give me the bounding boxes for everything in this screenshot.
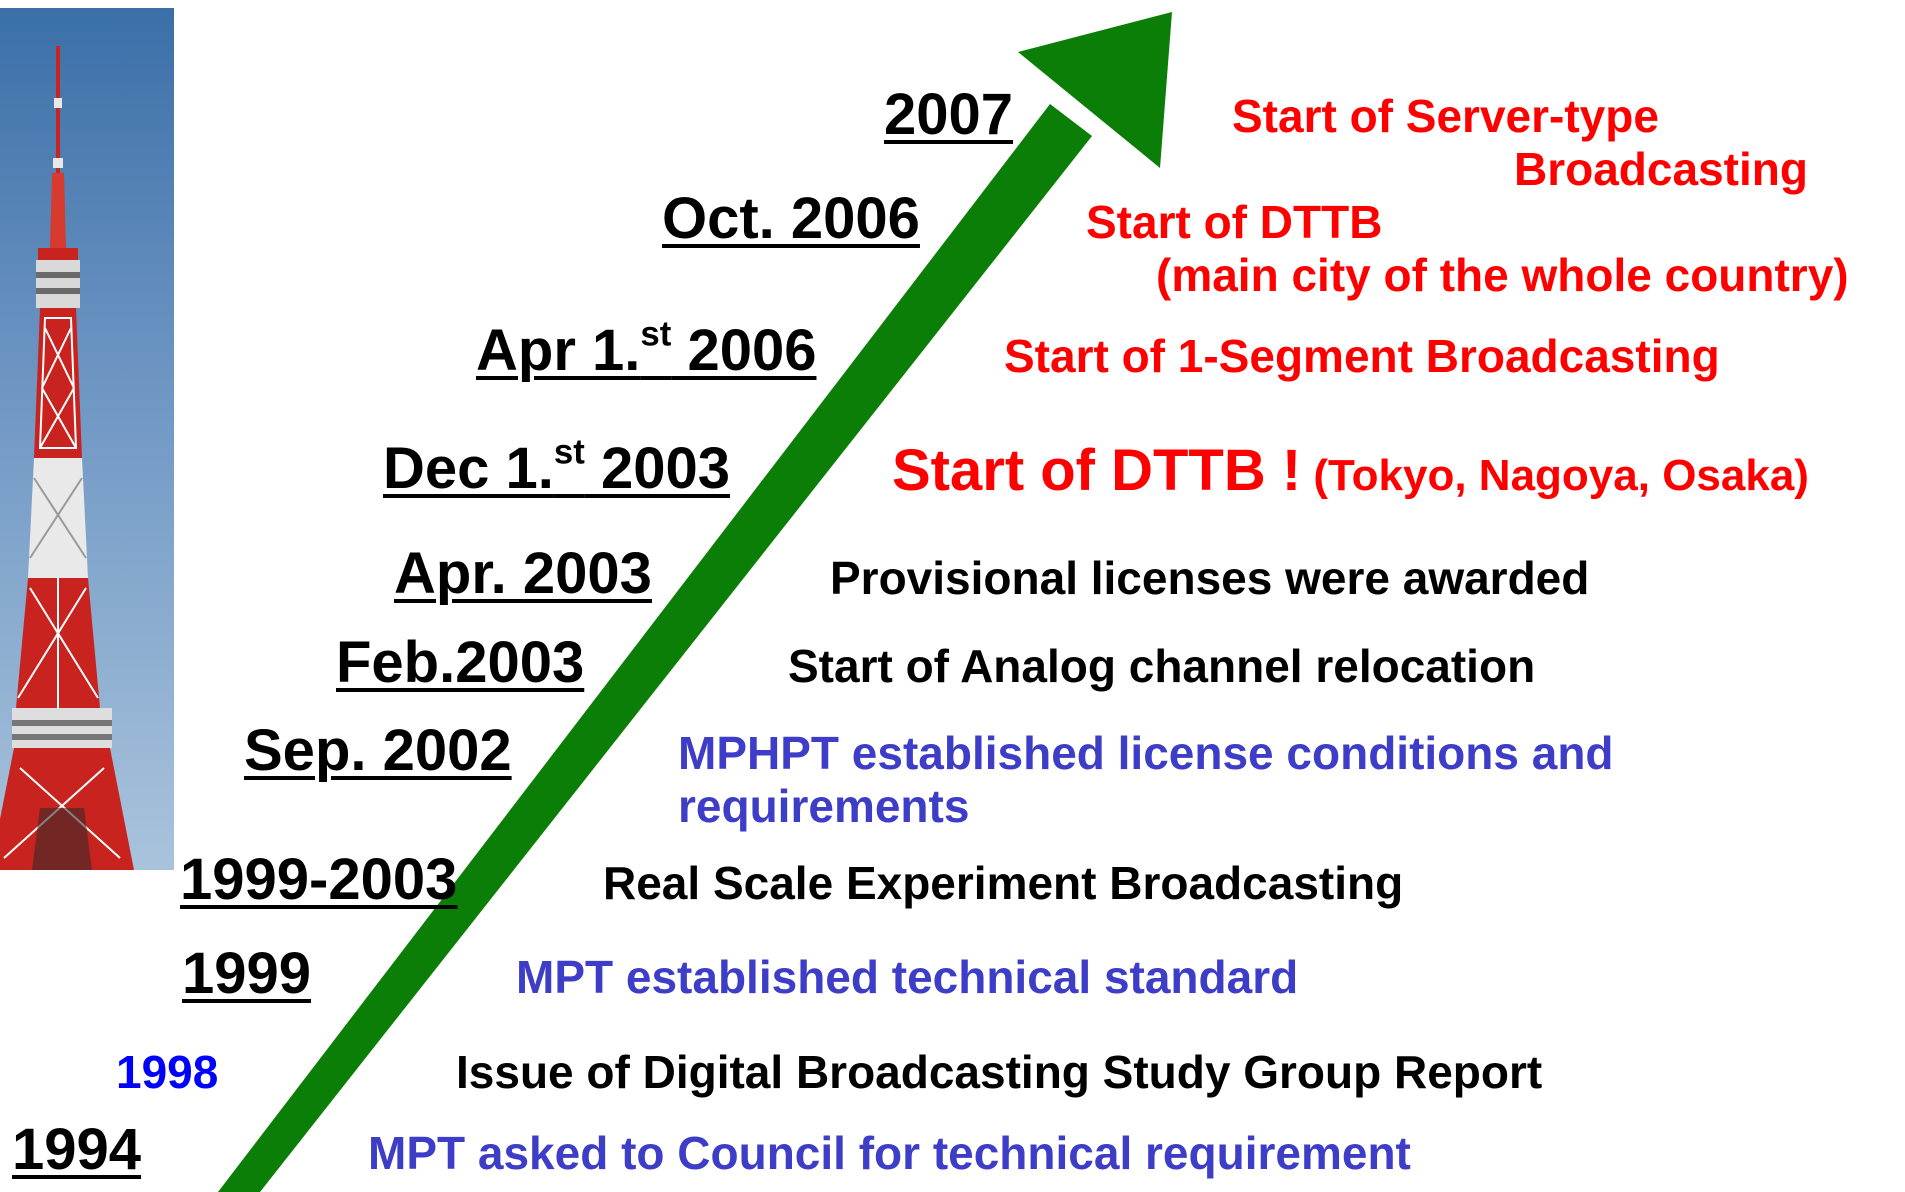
event-main: Start of DTTB ! [892, 438, 1302, 503]
event-apr-2003: Provisional licenses were awarded [830, 552, 1590, 604]
date-1999-2003: 1999-2003 [180, 847, 458, 912]
date-dec-2003: Dec 1.st 2003 [383, 435, 730, 498]
event-dec-2003: Start of DTTB ! (Tokyo, Nagoya, Osaka) [892, 442, 1809, 500]
date-sup: st [553, 432, 585, 472]
date-1999: 1999 [182, 941, 312, 1006]
event-2007: Start of Server-type Broadcasting [1232, 90, 1808, 196]
event-sep-2002: MPHPT established license conditions and… [678, 727, 1614, 833]
date-sup: st [640, 314, 672, 354]
event-line: MPHPT established license conditions and [678, 727, 1614, 779]
event-1999-2003: Real Scale Experiment Broadcasting [603, 857, 1404, 909]
event-line: Start of Server-type [1232, 90, 1659, 142]
tokyo-tower-photo [0, 8, 174, 870]
date-tail: 2006 [671, 318, 817, 383]
event-sub: (Tokyo, Nagoya, Osaka) [1301, 451, 1809, 500]
event-line: requirements [678, 779, 970, 832]
event-apr-2006: Start of 1-Segment Broadcasting [1004, 330, 1720, 382]
date-1998: 1998 [116, 1046, 219, 1098]
date-feb-2003: Feb.2003 [336, 630, 585, 695]
event-line: (main city of the whole country) [1156, 248, 1849, 301]
event-1994: MPT asked to Council for technical requi… [368, 1127, 1411, 1179]
date-oct-2006: Oct. 2006 [662, 186, 920, 251]
event-line: Broadcasting [1514, 142, 1808, 195]
event-1998: Issue of Digital Broadcasting Study Grou… [456, 1046, 1543, 1098]
event-1999: MPT established technical standard [516, 951, 1299, 1003]
date-2007: 2007 [884, 82, 1014, 147]
event-feb-2003: Start of Analog channel relocation [788, 640, 1536, 692]
date-apr-2003: Apr. 2003 [394, 541, 652, 606]
date-main: Dec 1. [383, 436, 554, 501]
date-apr-2006: Apr 1.st 2006 [476, 317, 816, 380]
date-main: Apr 1. [476, 318, 641, 383]
event-oct-2006: Start of DTTB (main city of the whole co… [1086, 196, 1849, 302]
date-sep-2002: Sep. 2002 [244, 718, 512, 783]
date-1994: 1994 [12, 1117, 142, 1182]
event-line: Start of DTTB [1086, 196, 1383, 248]
date-tail: 2003 [584, 436, 730, 501]
